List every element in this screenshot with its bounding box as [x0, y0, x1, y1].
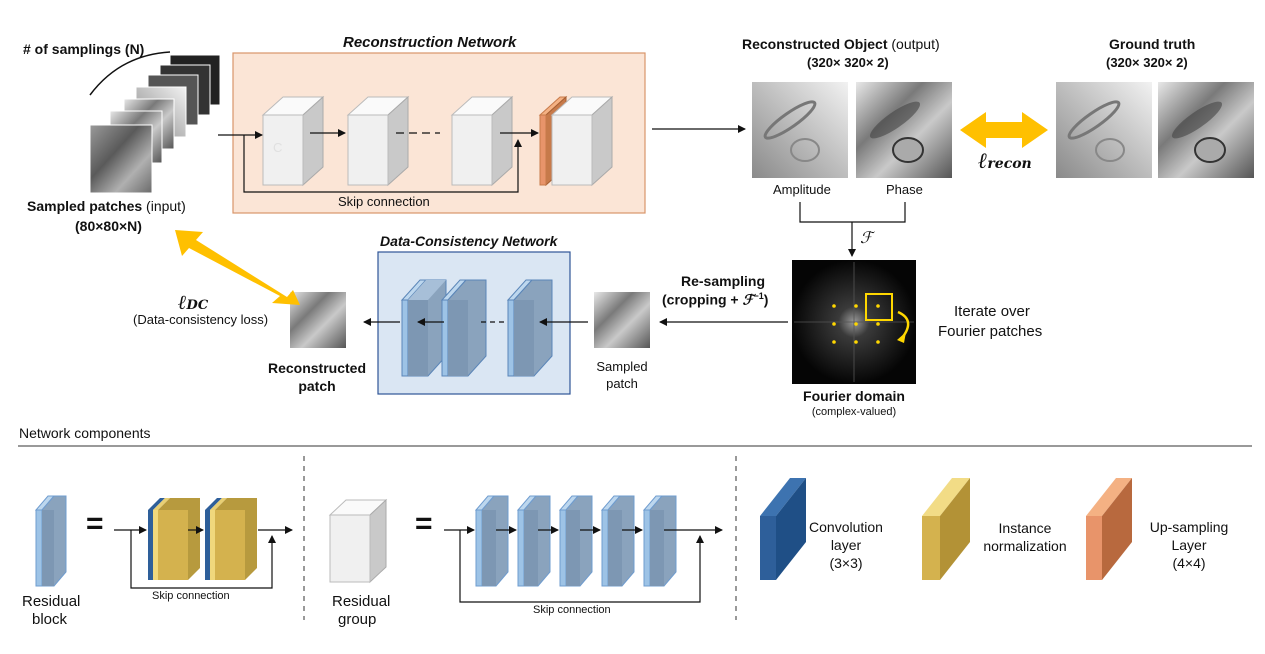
fourier-transform-symbol: ℱ [860, 228, 873, 247]
recon-phase-image [856, 82, 952, 178]
sampled-patches-label: Sampled patches (input) [27, 198, 186, 214]
sampled-patches-bold: Sampled patches [27, 198, 143, 214]
recon-network-title: Reconstruction Network [343, 34, 517, 51]
upsample-label-3: (4×4) [1172, 555, 1206, 571]
iterate-label-2: Fourier patches [938, 323, 1043, 340]
amplitude-phase-bracket [799, 202, 906, 223]
conv-label-2: layer [830, 537, 862, 553]
ground-truth-dims: (320× 320× 2) [1106, 55, 1188, 70]
upsample-label-1: Up-sampling [1149, 519, 1229, 535]
residual-group-icon [328, 498, 388, 584]
instnorm-label-1: Instance [998, 520, 1052, 536]
input-patch-stack [89, 51, 221, 194]
sampled-patches-dims: (80×80×N) [75, 218, 142, 234]
residual-group-expanded [474, 495, 677, 587]
conv-layer-swatch [760, 478, 806, 580]
residual-block-label-1: Residual [22, 593, 81, 610]
reconstructed-patch-label-1: Reconstructed [267, 360, 367, 376]
residual-block-label-2: block [32, 611, 68, 628]
resampling-2c: −1 [753, 291, 764, 301]
resampling-2d: ) [763, 291, 769, 308]
residual-block-expanded [148, 498, 257, 580]
fourier-domain-label: Fourier domain [803, 388, 905, 404]
dc-loss-symbol: ℓDC [178, 290, 208, 315]
instnorm-label-2: normalization [983, 538, 1067, 554]
equals-2: = [415, 507, 433, 540]
instnorm-swatch [922, 478, 970, 580]
ground-truth-label: Ground truth [1109, 36, 1196, 52]
num-samplings-label: # of samplings (N) [23, 41, 145, 57]
residual-group-label-1: Residual [332, 593, 391, 610]
dc-residual-blocks [400, 279, 553, 377]
iterate-label-1: Iterate over [954, 303, 1030, 320]
resampling-label-2: (cropping + ℱ−1) [662, 291, 768, 309]
recon-skip-connection [243, 135, 522, 193]
sampled-patches-rest: (input) [142, 198, 186, 214]
recon-object-rest: (output) [887, 36, 940, 52]
amplitude-label: Amplitude [773, 182, 831, 197]
sampled-patch-image [594, 292, 650, 348]
recon-loss-symbol: ℓrecon [978, 148, 1032, 174]
skip-small-label-1: Skip connection [152, 590, 230, 602]
recon-loss-main: ℓ [978, 148, 988, 174]
recon-skip-label: Skip connection [338, 194, 430, 209]
residual-block-icon [34, 495, 67, 587]
sampled-patch-label-2: patch [606, 376, 638, 391]
fourier-domain-sub: (complex-valued) [811, 406, 897, 418]
reconstructed-patch-label-2: patch [298, 378, 336, 394]
resampling-label-1: Re-sampling [681, 273, 766, 289]
dc-loss-arrow [175, 230, 300, 305]
conv-label-1: Convolution [809, 519, 883, 535]
phase-label: Phase [886, 182, 923, 197]
resampling-2a: (cropping + [662, 291, 743, 308]
upsample-label-2: Layer [1171, 537, 1207, 553]
recon-loss-sub: recon [987, 156, 1032, 172]
recon-object-label: Reconstructed Object (output) [742, 36, 940, 52]
resampling-2b: ℱ [742, 292, 754, 309]
residual-group-label-2: group [338, 611, 377, 628]
upsample-swatch [1086, 478, 1132, 580]
dc-network-title: Data-Consistency Network [380, 233, 558, 249]
dc-loss-sub: DC [186, 298, 209, 313]
equals-1: = [86, 507, 104, 540]
recon-residual-groups [261, 95, 614, 187]
dc-loss-main: ℓ [178, 290, 187, 314]
sampled-patch-label-1: Sampled [596, 359, 648, 374]
reconstructed-patch-image [290, 292, 346, 348]
network-components-title: Network components [19, 425, 151, 441]
gt-phase-image [1158, 82, 1254, 178]
recon-loss-arrow [960, 112, 1048, 148]
dc-loss-label: (Data-consistency loss) [133, 312, 269, 327]
recon-object-bold: Reconstructed Object [742, 36, 888, 52]
recon-c-label: C [273, 140, 283, 155]
fourier-sample-dots [832, 304, 880, 344]
conv-label-3: (3×3) [829, 555, 863, 571]
skip-small-label-2: Skip connection [533, 604, 611, 616]
recon-object-dims: (320× 320× 2) [807, 55, 889, 70]
fourier-crop-window [865, 293, 893, 321]
